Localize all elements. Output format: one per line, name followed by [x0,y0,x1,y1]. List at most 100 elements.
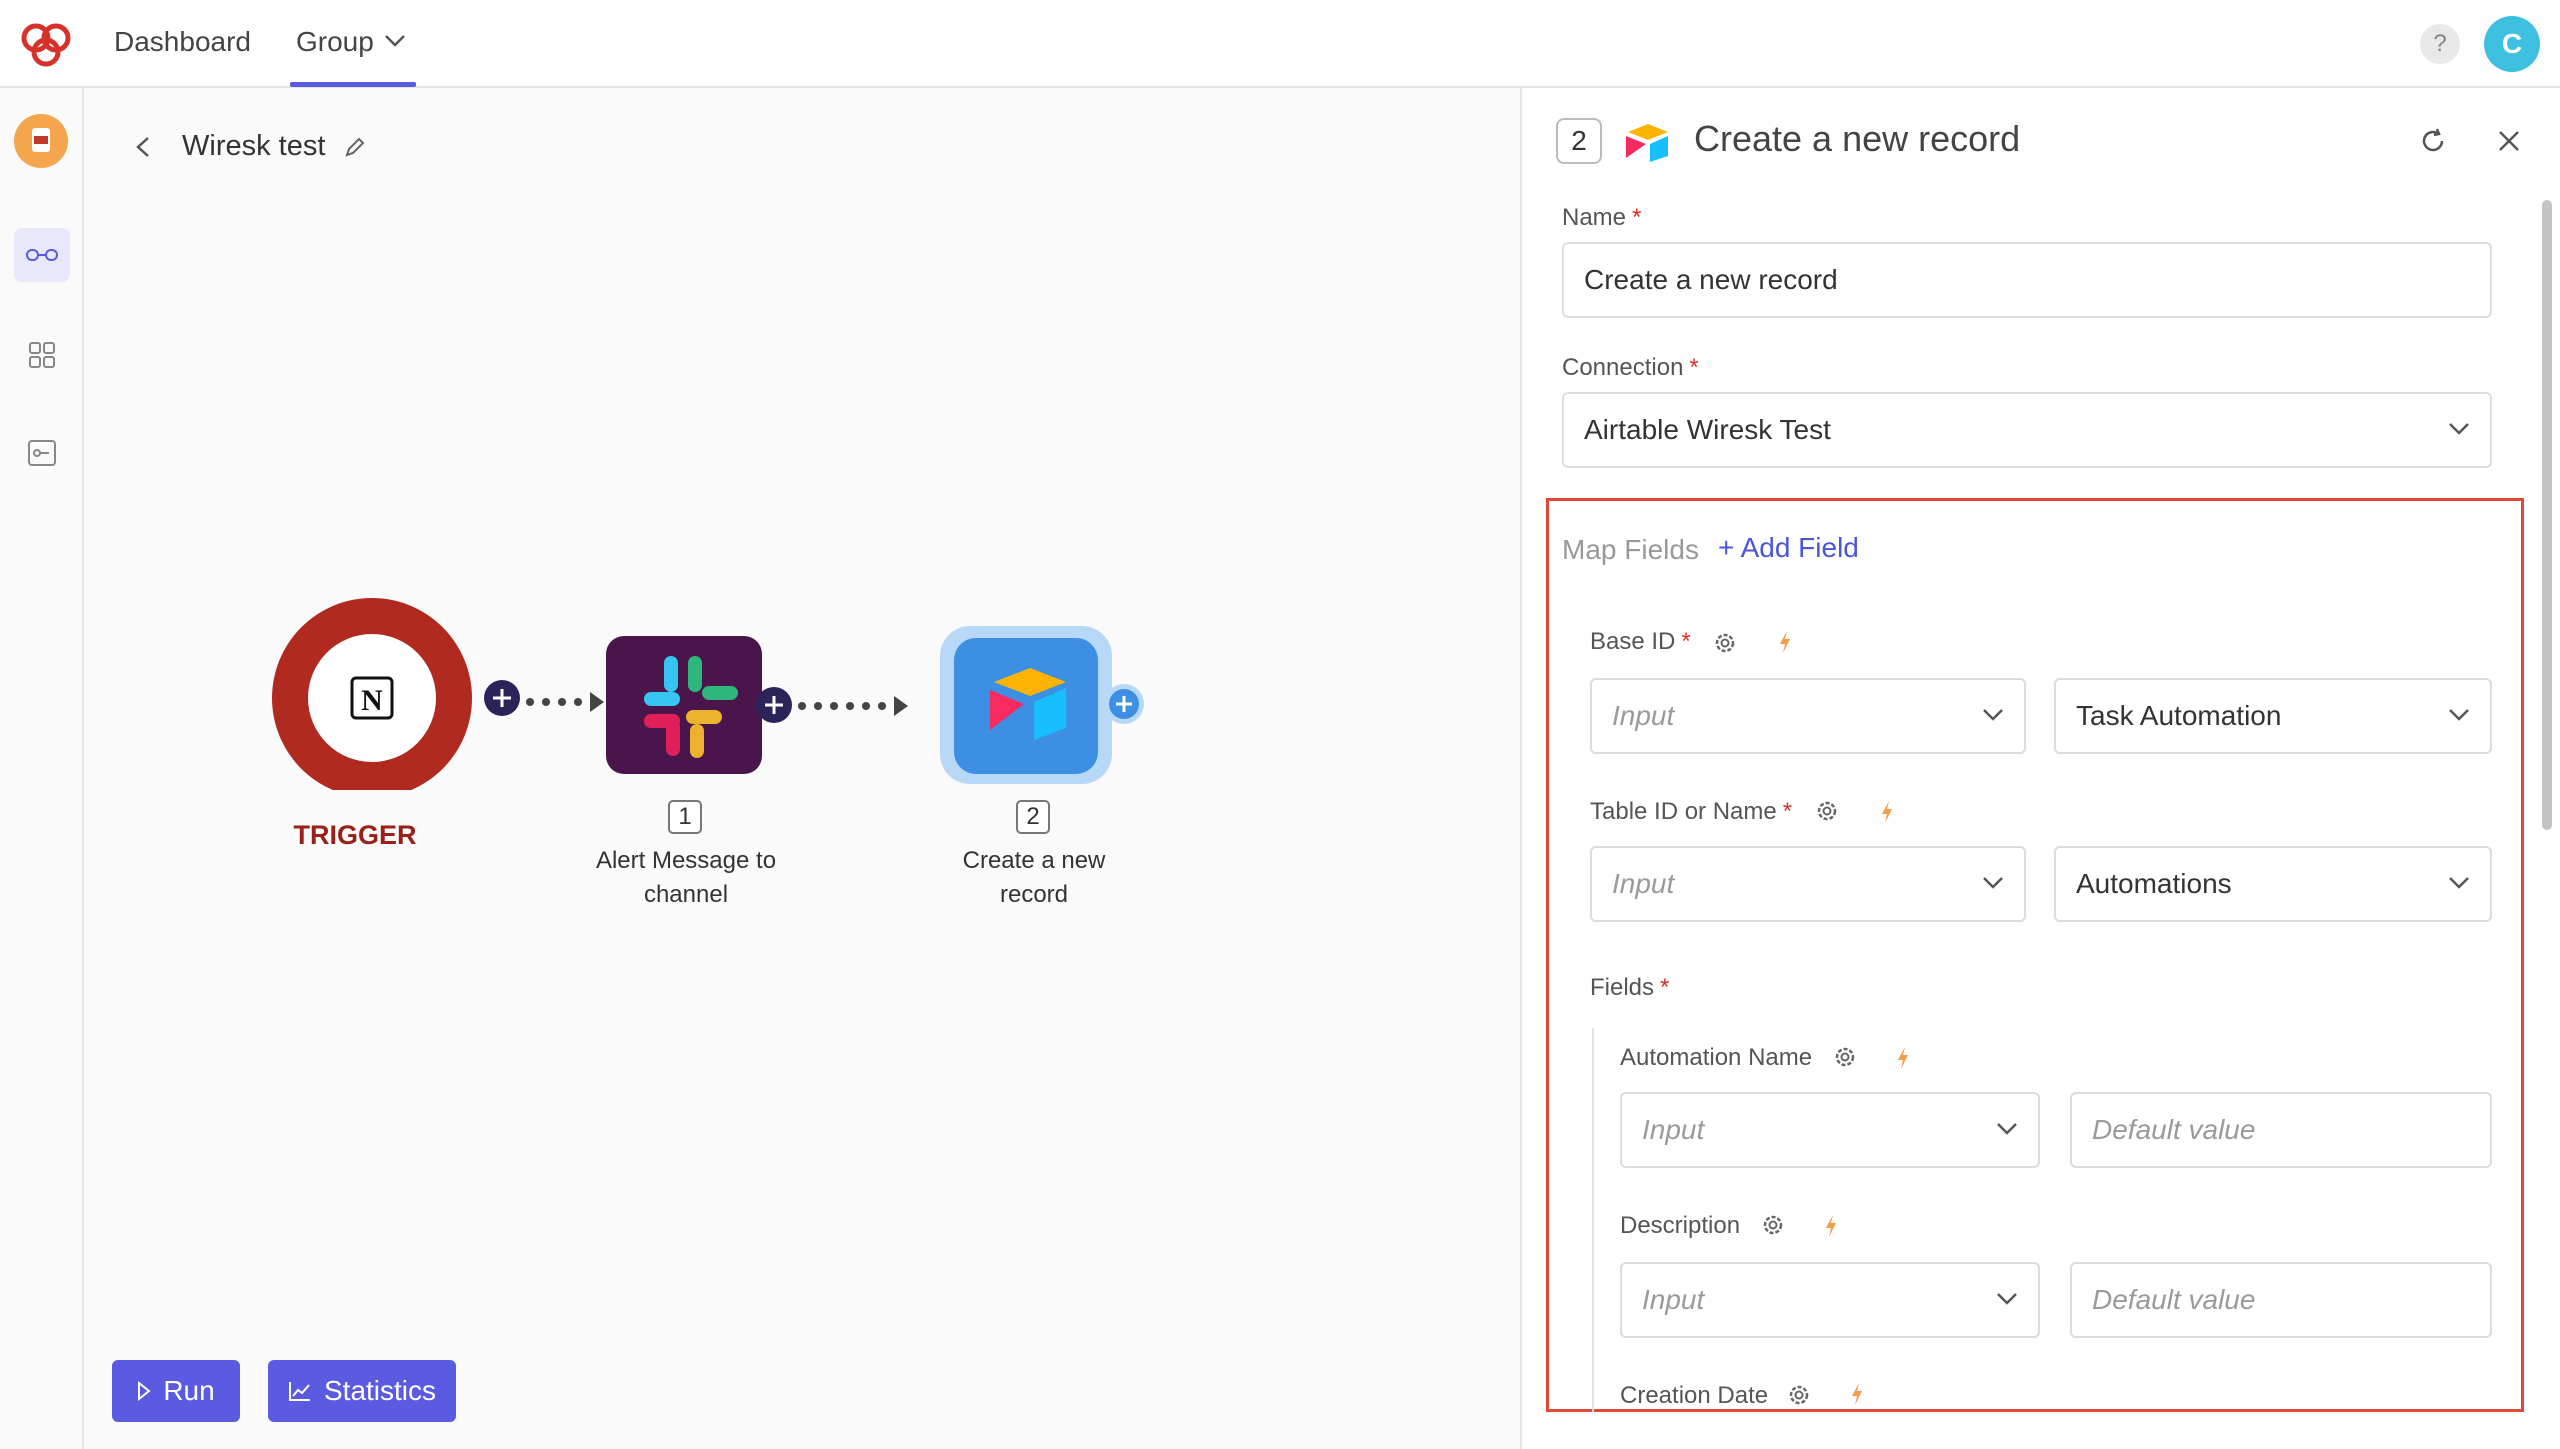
description-input-select[interactable]: Input [1620,1262,2040,1338]
statistics-button[interactable]: Statistics [268,1360,456,1422]
table-value: Automations [2076,868,2232,899]
base-id-input-select[interactable]: Input [1590,678,2026,754]
panel-step-number: 2 [1556,118,1602,164]
connection-value: Airtable Wiresk Test [1584,414,1831,445]
automation-name-default-input[interactable]: Default value [2070,1092,2492,1168]
chevron-down-icon [1983,709,2003,721]
chevron-down-icon [2449,709,2469,721]
step-number-badge: 2 [1016,800,1050,834]
gear-icon[interactable] [1760,1212,1786,1238]
nav-group[interactable]: Group [296,26,374,57]
connector-dots [526,692,604,712]
gear-icon[interactable] [1814,798,1840,824]
connection-select[interactable]: Airtable Wiresk Test [1562,392,2492,468]
top-navbar: Dashboard Group ? C [0,0,2560,88]
slack-icon [644,656,738,758]
grid-icon [29,342,55,368]
key-card-icon [28,440,56,466]
name-label: Name* [1562,204,1641,232]
base-id-label: Base ID* [1590,628,1691,656]
base-id-input-placeholder: Input [1612,700,1675,731]
description-placeholder: Input [1642,1284,1705,1315]
flow-diagram: N [272,598,1144,790]
close-icon[interactable] [2494,126,2524,156]
add-step-button[interactable] [756,687,792,723]
chevron-down-icon[interactable] [384,34,406,48]
fields-label-text: Fields [1590,974,1655,1001]
lightning-icon[interactable] [1778,630,1792,654]
connection-label-text: Connection [1562,354,1684,381]
chevron-down-icon [1997,1123,2017,1135]
nav-dashboard[interactable]: Dashboard [114,26,251,57]
run-button[interactable]: Run [112,1360,240,1422]
chevron-down-icon [2449,877,2469,889]
cup-icon [32,128,50,152]
slack-node[interactable] [606,636,762,774]
automation-name-placeholder: Input [1642,1114,1705,1145]
required-mark: * [1689,354,1699,381]
add-step-button[interactable] [1104,684,1144,724]
edit-pencil-icon[interactable] [344,136,366,158]
trigger-label: TRIGGER [293,820,417,850]
lightning-icon[interactable] [1850,1382,1864,1406]
name-input[interactable]: Create a new record [1562,242,2492,318]
required-mark: * [1660,974,1670,1001]
lightning-icon[interactable] [1880,800,1894,824]
notion-icon: N [350,676,394,720]
map-fields-title: Map Fields [1562,534,1699,565]
fields-indent-line [1592,1028,1594,1412]
refresh-icon[interactable] [2418,126,2448,156]
airtable-icon [990,668,1066,740]
table-value-select[interactable]: Automations [2054,846,2492,922]
node-label-line: record [999,881,1069,908]
left-sidebar [0,88,84,1449]
description-label: Description [1620,1212,1741,1239]
node-label-create: Create a new record [914,844,1154,912]
required-mark: * [1632,204,1642,231]
lightning-icon[interactable] [1896,1046,1910,1070]
sidebar-apps[interactable] [14,328,70,382]
panel-scrollbar[interactable] [2542,200,2552,830]
step-number-badge: 1 [668,800,702,834]
node-label-line: Alert Message to [595,847,777,874]
run-label: Run [163,1375,215,1406]
statistics-label: Statistics [323,1375,437,1406]
table-label: Table ID or Name* [1590,798,1792,826]
sidebar-credentials[interactable] [14,426,70,480]
table-input-placeholder: Input [1612,868,1675,899]
description-default-input[interactable]: Default value [2070,1262,2492,1338]
flow-link-icon [26,249,58,261]
base-id-value-select[interactable]: Task Automation [2054,678,2492,754]
add-field-button[interactable]: + Add Field [1718,532,1859,563]
table-label-text: Table ID or Name [1590,798,1777,825]
base-id-label-text: Base ID [1590,628,1676,655]
gear-icon[interactable] [1712,630,1738,656]
add-step-button[interactable] [484,680,520,716]
user-avatar[interactable]: C [2484,16,2540,72]
airtable-node[interactable] [940,626,1112,784]
required-mark: * [1681,628,1691,655]
lightning-icon[interactable] [1824,1214,1838,1238]
play-icon [138,1381,151,1401]
map-fields-highlight [1546,498,2524,1412]
automation-name-input-select[interactable]: Input [1620,1092,2040,1168]
workspace-avatar[interactable] [14,114,68,168]
back-chevron-icon[interactable] [134,136,152,158]
creation-date-label: Creation Date [1620,1382,1769,1409]
fields-label: Fields* [1590,974,1669,1002]
base-id-value: Task Automation [2076,700,2282,731]
sidebar-flows[interactable] [14,228,70,282]
airtable-icon [1626,124,1668,162]
chevron-down-icon [2449,423,2469,435]
gear-icon[interactable] [1786,1382,1812,1408]
chevron-down-icon [1983,877,2003,889]
trigger-node[interactable]: N [272,598,472,790]
name-label-text: Name [1562,204,1627,231]
connection-label: Connection* [1562,354,1699,382]
gear-icon[interactable] [1832,1044,1858,1070]
help-button[interactable]: ? [2420,24,2460,64]
app-logo-icon[interactable] [18,20,74,68]
svg-text:N: N [361,684,383,717]
flow-title: Wiresk test [182,130,326,162]
table-input-select[interactable]: Input [1590,846,2026,922]
